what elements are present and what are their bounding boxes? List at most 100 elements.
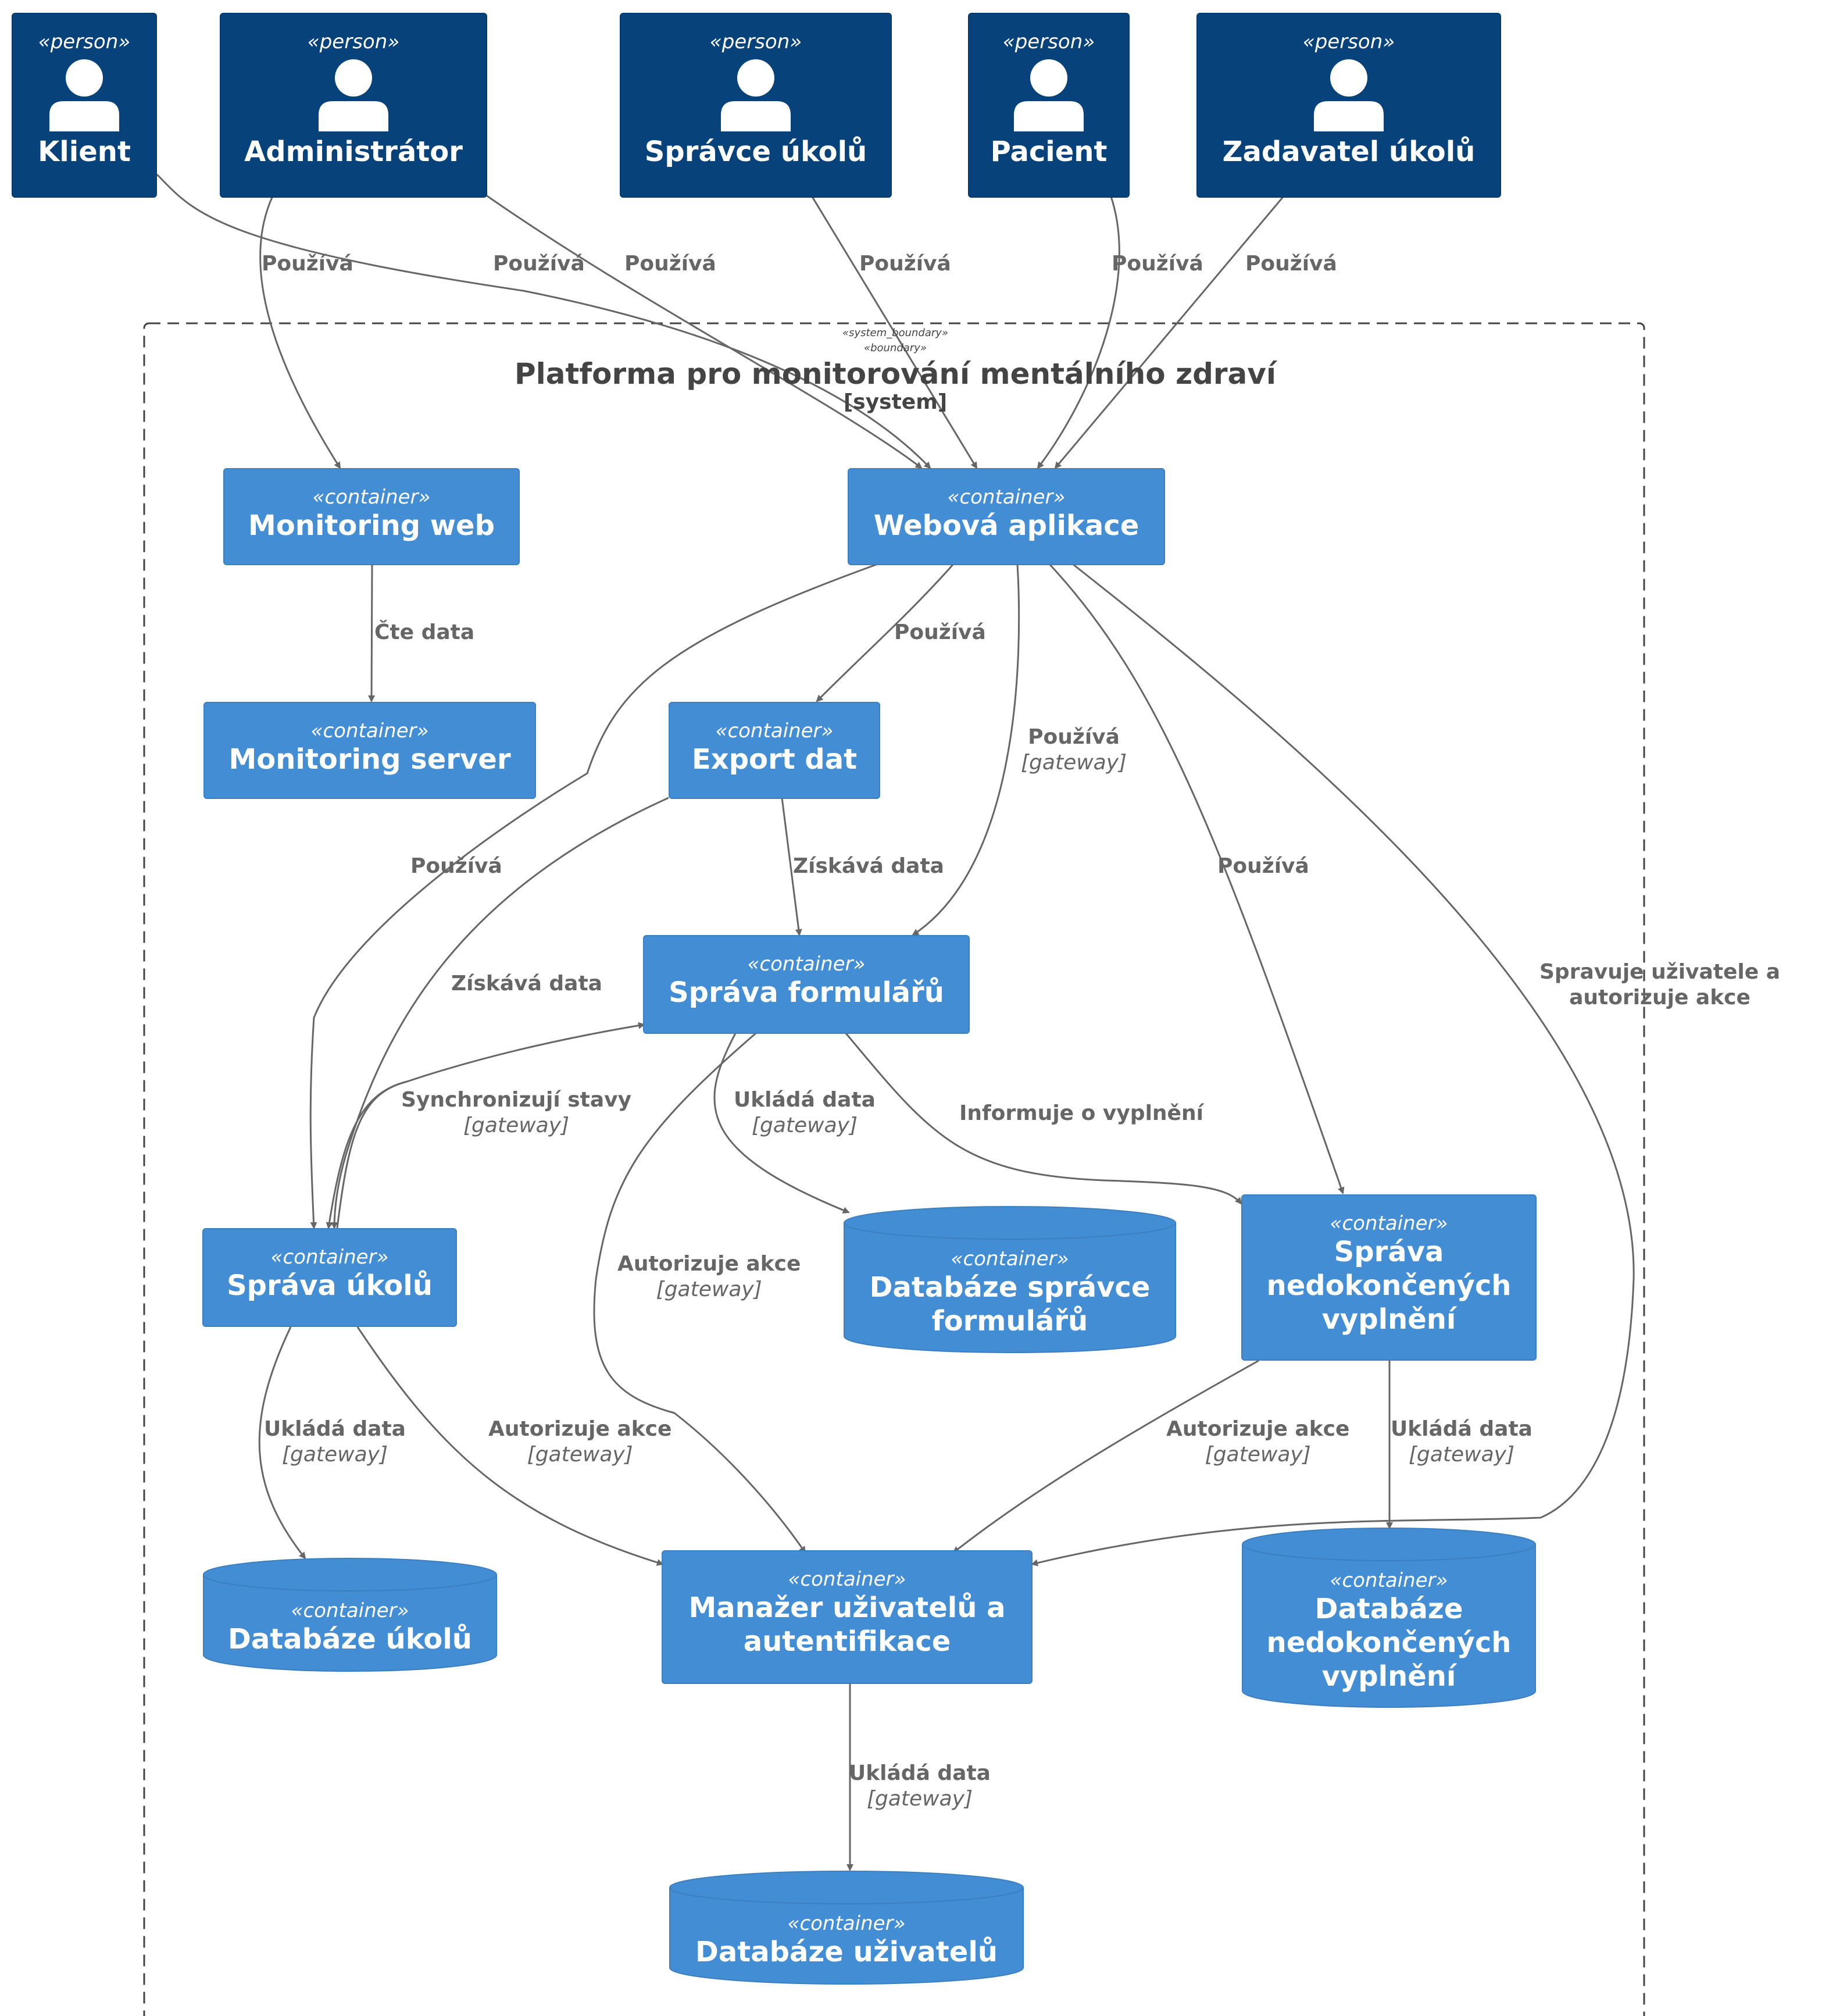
edge-label-technology: [gateway] <box>281 1443 388 1466</box>
edge-web-manazer <box>1031 563 1635 1567</box>
edge-label-formulare-manazer: Autorizuje akce [gateway] <box>617 1251 801 1303</box>
edge-label-klient-web: Používá <box>493 251 585 277</box>
edge-label-technology: [gateway] <box>751 1114 858 1137</box>
edge-label-text: Ukládá data <box>734 1088 876 1112</box>
database-label: «container» Databáze úkolů <box>202 1599 498 1656</box>
container-stereotype: «container» <box>747 952 866 976</box>
edge-formulare-ukoly <box>326 1080 408 1229</box>
container-stereotype: «container» <box>1330 1212 1448 1235</box>
system-boundary <box>143 322 1645 2016</box>
edge-formulare-db <box>713 1033 850 1214</box>
container-manazer-uzivatelu[interactable]: «container» Manažer uživatelů a autentif… <box>662 1550 1033 1684</box>
container-sprava-formularu[interactable]: «container» Správa formulářů <box>643 935 970 1034</box>
edge-label-text: Používá <box>410 854 502 878</box>
edge-web-ukoly <box>309 563 878 1229</box>
edge-label-technology: [gateway] <box>1408 1443 1515 1466</box>
boundary-stereotype-2: «boundary» <box>864 342 927 354</box>
edge-label-text: Používá <box>1245 252 1337 276</box>
container-name: Webová aplikace <box>873 509 1139 542</box>
person-stereotype: «person» <box>709 30 802 53</box>
database-shape <box>669 1871 1024 1985</box>
container-name: Monitoring web <box>248 509 495 542</box>
edge-label-web-ukoly: Používá <box>410 854 502 879</box>
edge-formulare-manazer <box>593 1032 806 1554</box>
container-sprava-nedokoncenych-vyplneni[interactable]: «container» Správa nedokončených vyplněn… <box>1241 1194 1537 1361</box>
container-stereotype: «container» <box>310 719 429 743</box>
person-spravce-ukolu[interactable]: «person» Správce úkolů <box>620 13 892 198</box>
container-export-dat[interactable]: «container» Export dat <box>669 702 880 799</box>
database-name-line-1: Databáze správce <box>869 1271 1151 1304</box>
container-name-line-3: vyplnění <box>1321 1303 1456 1336</box>
container-stereotype: «container» <box>788 1568 906 1591</box>
edge-label-text: Používá <box>1217 854 1309 878</box>
container-name-line-2: nedokončených <box>1266 1269 1512 1302</box>
database-name-line-1: Databáze uživatelů <box>695 1936 998 1968</box>
edge-label-text: Čte data <box>374 620 475 644</box>
boundary-stereotype: «system_boundary» <box>842 327 949 339</box>
edge-label-export-ukoly: Získává data <box>451 971 602 997</box>
database-uzivatelu[interactable]: «container» Databáze uživatelů <box>669 1870 1024 1985</box>
edge-label-admin-monitoring-web: Používá <box>262 251 353 277</box>
edge-label-text: Ukládá data <box>1391 1417 1532 1441</box>
container-name-line-1: Správa <box>1334 1236 1444 1268</box>
edge-ukoly-manazer <box>356 1326 664 1566</box>
database-name-line-1: Databáze úkolů <box>228 1623 472 1655</box>
database-name-line-3: vyplnění <box>1321 1660 1456 1693</box>
person-name: Pacient <box>990 135 1108 168</box>
database-stereotype: «container» <box>787 1912 906 1935</box>
database-nedokoncenych-vyplneni[interactable]: «container» Databáze nedokončených vypln… <box>1241 1527 1537 1708</box>
person-klient[interactable]: «person» Klient <box>12 13 157 198</box>
edge-label-web-nedokoncene: Používá <box>1217 854 1309 879</box>
edge-label-technology: [gateway] <box>1021 751 1127 775</box>
edge-label-text: Používá <box>1112 252 1203 276</box>
edge-label-text: Používá <box>859 252 951 276</box>
database-label: «container» Databáze uživatelů <box>669 1912 1024 1969</box>
edge-export-ukoly <box>331 797 669 1229</box>
edge-monweb-monserver <box>368 563 376 702</box>
container-name-line-2: autentifikace <box>743 1625 951 1658</box>
edge-label-ukoly-manazer: Autorizuje akce [gateway] <box>488 1416 671 1468</box>
edge-label-technology: [gateway] <box>1205 1443 1311 1466</box>
edge-label-technology: [gateway] <box>656 1278 762 1301</box>
edge-label-text: Ukládá data <box>264 1417 406 1441</box>
edge-label-formulare-db: Ukládá data [gateway] <box>734 1087 876 1139</box>
edge-label-web-export: Používá <box>894 620 986 645</box>
edge-label-text-2: autorizuje akce <box>1569 986 1751 1009</box>
database-label: «container» Databáze správce formulářů <box>843 1247 1177 1338</box>
person-administrator[interactable]: «person» Administrátor <box>220 13 487 198</box>
edge-label-text: Používá <box>262 252 353 276</box>
edge-label-technology: [gateway] <box>463 1114 570 1137</box>
container-webova-aplikace[interactable]: «container» Webová aplikace <box>848 468 1165 565</box>
edge-label-text: Informuje o vyplnění <box>959 1101 1203 1125</box>
person-name: Administrátor <box>244 135 463 168</box>
edge-admin-monitoring-web <box>259 194 341 469</box>
container-sprava-ukolu[interactable]: «container» Správa úkolů <box>202 1228 457 1327</box>
container-name: Monitoring server <box>228 743 511 776</box>
person-stereotype: «person» <box>307 30 400 53</box>
container-monitoring-server[interactable]: «container» Monitoring server <box>203 702 536 799</box>
database-name-line-1: Databáze <box>1314 1593 1463 1625</box>
person-zadavatel-ukolu[interactable]: «person» Zadavatel úkolů <box>1196 13 1501 198</box>
edge-admin-web <box>485 194 923 469</box>
container-stereotype: «container» <box>270 1246 389 1269</box>
edge-label-manazer-db: Ukládá data [gateway] <box>849 1761 991 1812</box>
boundary-title-block: «system_boundary» «boundary» Platforma p… <box>453 324 1337 414</box>
edge-label-admin-web: Používá <box>624 251 716 277</box>
person-name: Správce úkolů <box>644 135 867 168</box>
container-monitoring-web[interactable]: «container» Monitoring web <box>223 468 520 565</box>
edge-label-technology: [gateway] <box>866 1787 973 1811</box>
database-ukolu[interactable]: «container» Databáze úkolů <box>202 1557 498 1672</box>
edge-ukoly-db <box>258 1326 306 1560</box>
edge-formulare-nedokoncene <box>845 1033 1242 1205</box>
person-pacient[interactable]: «person» Pacient <box>968 13 1130 198</box>
database-shape <box>1242 1528 1536 1708</box>
edge-export-formulare <box>781 797 802 936</box>
database-sprava-formularu[interactable]: «container» Databáze správce formulářů <box>843 1205 1177 1354</box>
container-name: Export dat <box>691 743 858 776</box>
edge-web-export <box>816 563 955 702</box>
edge-label-ukoly-formulare: Synchronizují stavy [gateway] <box>401 1087 631 1139</box>
edge-label-text: Synchronizují stavy <box>401 1088 632 1112</box>
edge-label-pacient-web: Používá <box>1112 251 1203 277</box>
